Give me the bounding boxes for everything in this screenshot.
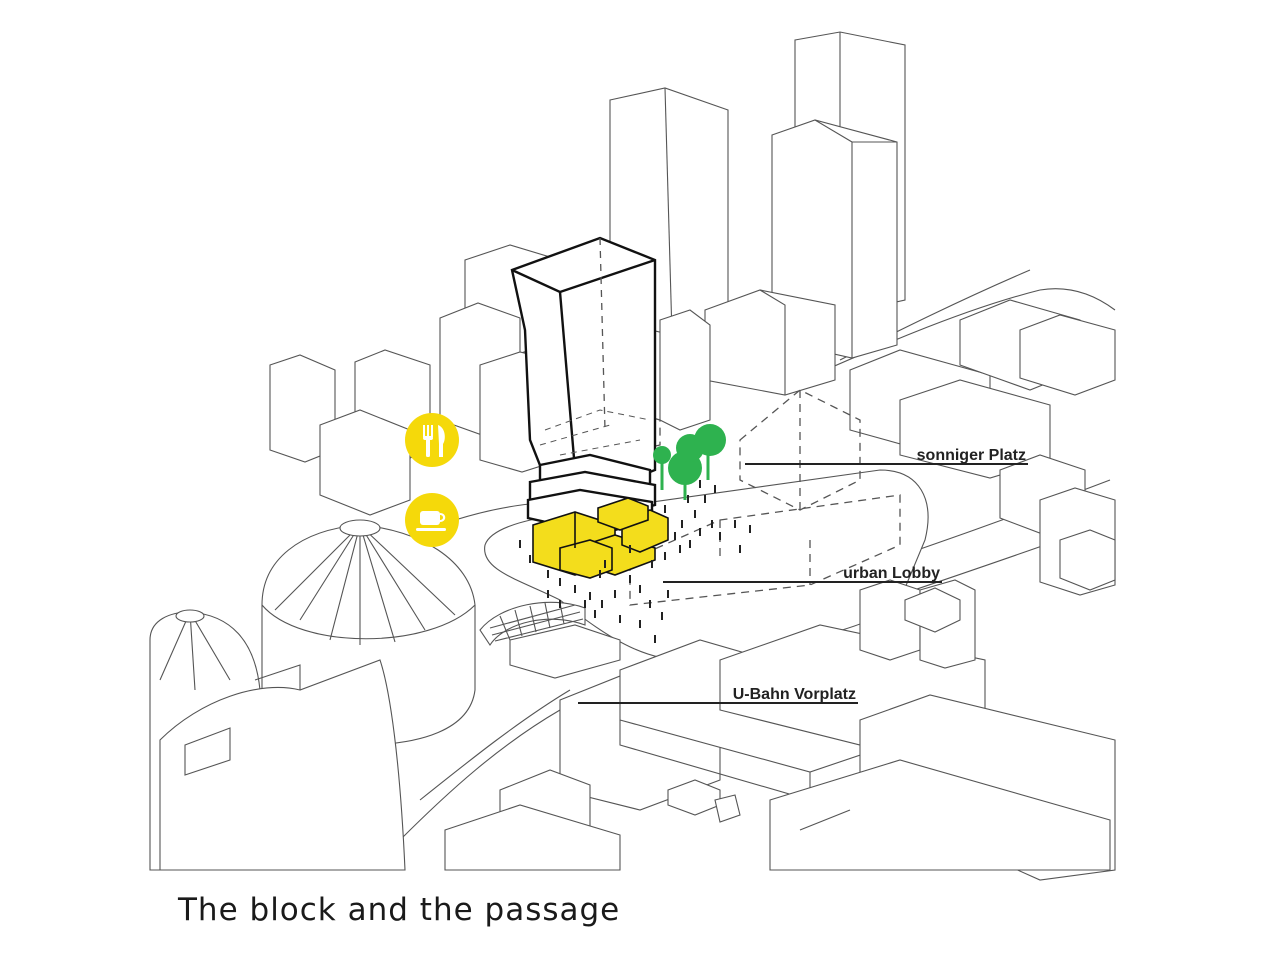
label-text: sonniger Platz xyxy=(917,447,1026,464)
tree-4 xyxy=(653,446,671,464)
yellow-podium xyxy=(532,497,669,579)
label-text: urban Lobby xyxy=(843,565,940,582)
coffee-cup-icon xyxy=(405,493,459,547)
tree-3 xyxy=(694,424,726,456)
label-text: U-Bahn Vorplatz xyxy=(733,686,856,703)
label-u-bahn-vorplatz: U-Bahn Vorplatz xyxy=(578,686,858,704)
main-tower xyxy=(510,236,657,536)
cutlery-icon xyxy=(405,413,459,467)
label-sonniger-platz: sonniger Platz xyxy=(745,447,1028,465)
label-urban-lobby: urban Lobby xyxy=(663,565,942,583)
trees xyxy=(653,424,726,500)
glazed-canopy xyxy=(479,601,586,646)
figure-caption: The block and the passage xyxy=(178,892,621,928)
people-markers xyxy=(519,480,751,643)
